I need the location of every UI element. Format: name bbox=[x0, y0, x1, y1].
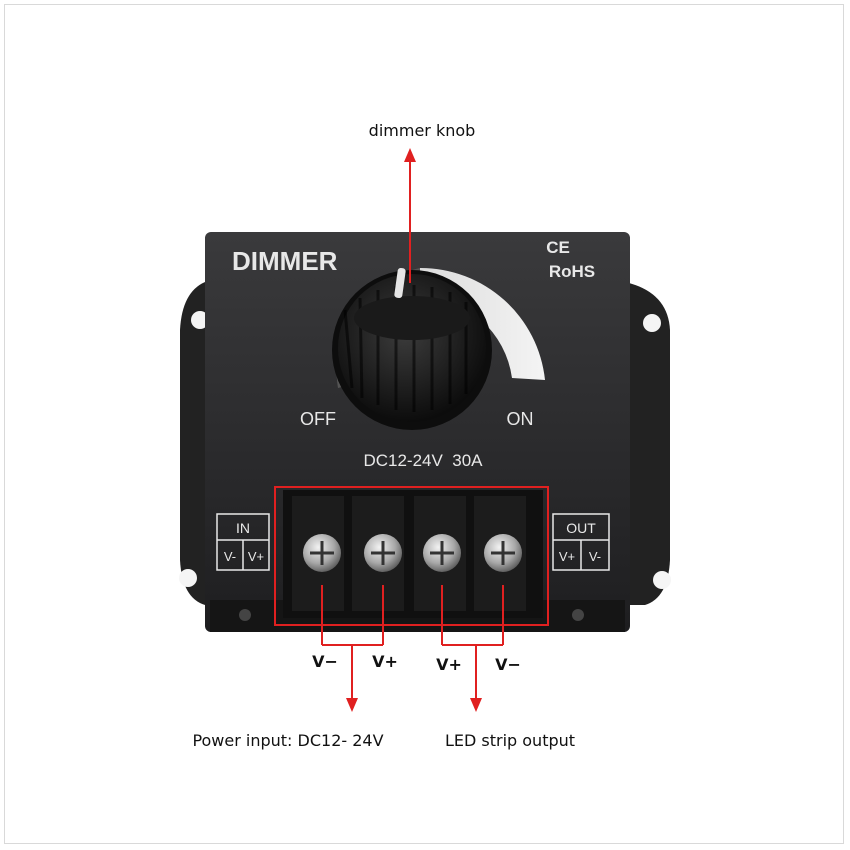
on-label: ON bbox=[507, 409, 534, 429]
annotation-overlay bbox=[274, 160, 549, 700]
input-callout: Power input: DC12- 24V bbox=[192, 731, 383, 750]
mounting-hole-bottom-left bbox=[179, 569, 197, 587]
arrowheads bbox=[346, 148, 482, 712]
screw-terminal-4[interactable] bbox=[484, 534, 522, 572]
mounting-hole-top-right bbox=[643, 314, 661, 332]
ce-mark: CE bbox=[546, 238, 570, 257]
out-terminal-vplus: V+ bbox=[559, 549, 575, 564]
mounting-hole-bottom-right bbox=[653, 571, 671, 589]
screw-terminal-1[interactable] bbox=[303, 534, 341, 572]
terminal-highlight-box bbox=[274, 486, 549, 626]
output-arrowhead bbox=[470, 698, 482, 712]
knob-arrowhead bbox=[404, 148, 416, 162]
brand-label: DIMMER bbox=[232, 246, 338, 276]
mounting-hole-top-left bbox=[191, 311, 209, 329]
output-vminus-label: V− bbox=[495, 655, 521, 674]
output-callout: LED strip output bbox=[445, 731, 575, 750]
knob-callout: dimmer knob bbox=[369, 121, 476, 140]
input-vplus-label: V+ bbox=[372, 652, 398, 671]
input-arrowhead bbox=[346, 698, 358, 712]
out-terminal-marking bbox=[552, 513, 610, 571]
dimmer-knob[interactable] bbox=[332, 267, 492, 430]
rating-label: DC12-24V 30A bbox=[363, 451, 483, 470]
terminal-block bbox=[283, 490, 543, 618]
rohs-mark: RoHS bbox=[549, 262, 595, 281]
input-vminus-label: V− bbox=[312, 652, 338, 671]
off-label: OFF bbox=[300, 409, 336, 429]
in-label: IN bbox=[236, 520, 250, 536]
output-vplus-label: V+ bbox=[436, 655, 462, 674]
in-terminal-vplus: V+ bbox=[248, 549, 264, 564]
out-label: OUT bbox=[566, 520, 596, 536]
in-terminal-vminus: V- bbox=[224, 549, 236, 564]
screw-terminal-3[interactable] bbox=[423, 534, 461, 572]
out-terminal-vminus: V- bbox=[589, 549, 601, 564]
image-frame bbox=[4, 4, 844, 844]
screw-terminal-2[interactable] bbox=[364, 534, 402, 572]
in-terminal-marking bbox=[216, 513, 270, 571]
